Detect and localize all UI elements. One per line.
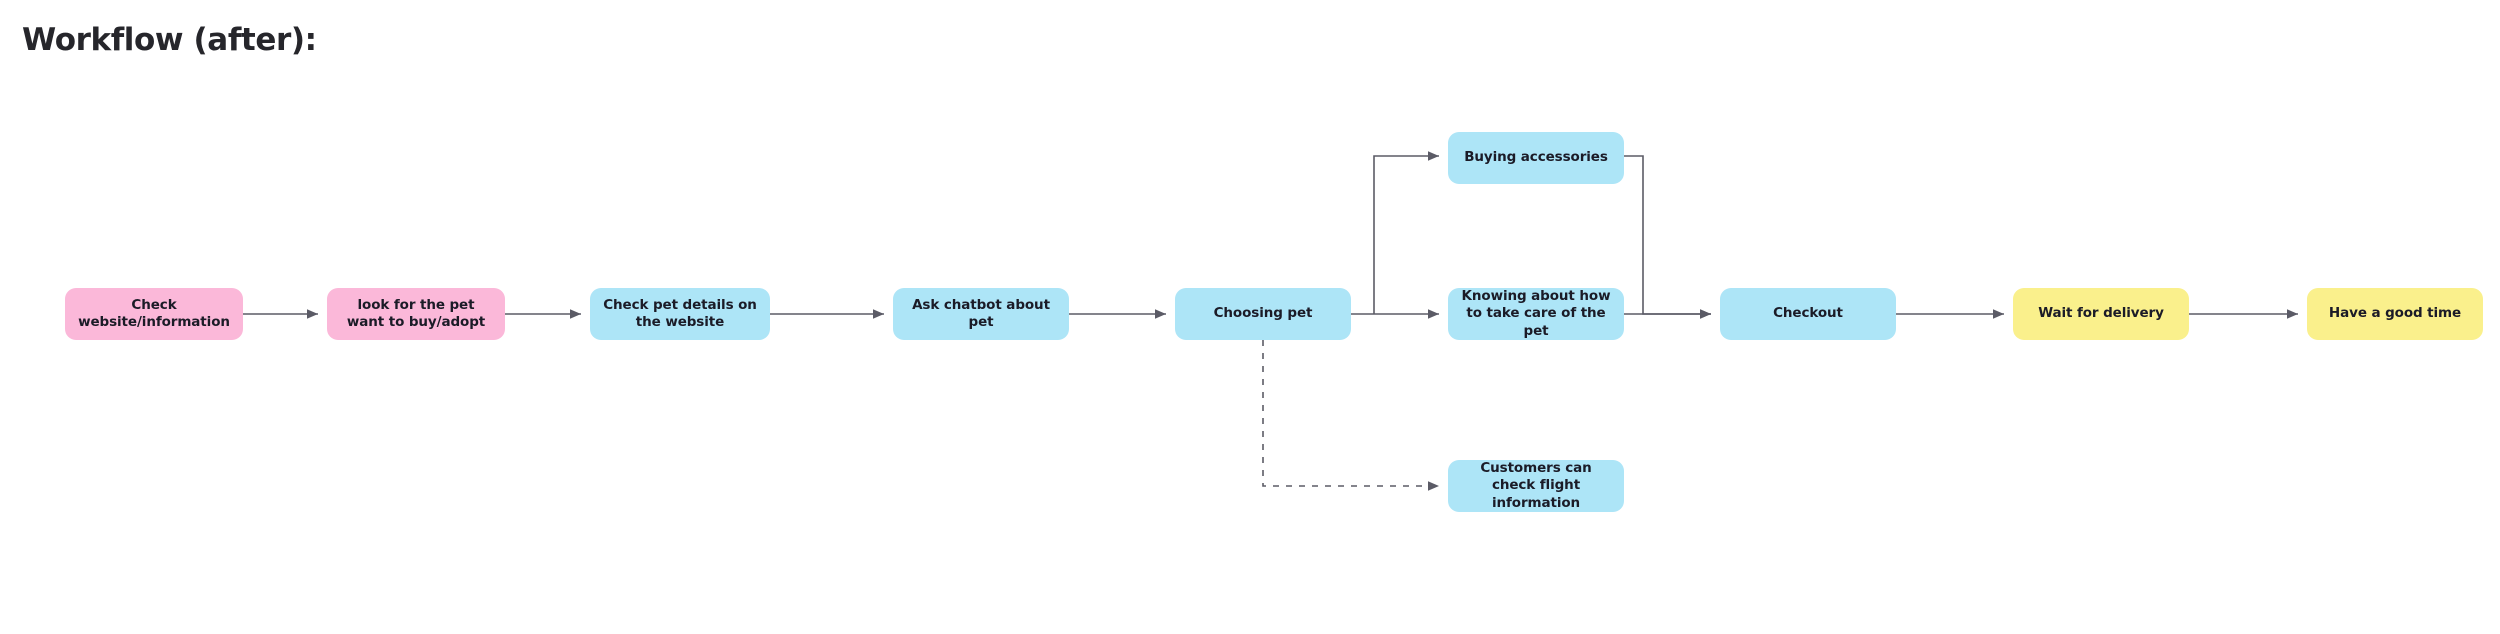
node-label: Ask chatbot about pet	[912, 296, 1050, 330]
node-label: Wait for delivery	[2038, 305, 2164, 322]
node-label: look for the pet want to buy/adopt	[346, 296, 486, 330]
node-have-good-time[interactable]: Have a good time	[2307, 288, 2483, 340]
node-look-for-pet[interactable]: look for the pet want to buy/adopt	[327, 288, 505, 340]
edge-choosing-pet-to-buying-accessories	[1373, 151, 1439, 314]
node-label: Check pet details on the website	[603, 296, 757, 330]
node-check-website[interactable]: Check website/information	[65, 288, 243, 340]
node-wait-delivery[interactable]: Wait for delivery	[2013, 288, 2189, 340]
edge-buying-accessories-to-checkout	[1624, 155, 1711, 319]
node-label: Have a good time	[2328, 305, 2462, 322]
node-label: Check website/information	[78, 296, 230, 330]
node-customers-flight-info[interactable]: Customers can check flight information	[1448, 460, 1624, 512]
node-checkout[interactable]: Checkout	[1720, 288, 1896, 340]
page-title: Workflow (after):	[22, 22, 317, 58]
node-label: Knowing about how to take care of the pe…	[1461, 288, 1611, 339]
node-knowing-care[interactable]: Knowing about how to take care of the pe…	[1448, 288, 1624, 340]
edge-choosing-pet-to-customers-flight-info	[1262, 340, 1439, 491]
node-choosing-pet[interactable]: Choosing pet	[1175, 288, 1351, 340]
node-label: Choosing pet	[1213, 305, 1313, 322]
node-label: Customers can check flight information	[1480, 460, 1592, 511]
node-label: Buying accessories	[1464, 149, 1608, 166]
node-label: Checkout	[1773, 305, 1843, 322]
node-buying-accessories[interactable]: Buying accessories	[1448, 132, 1624, 184]
node-ask-chatbot[interactable]: Ask chatbot about pet	[893, 288, 1069, 340]
node-check-pet-details[interactable]: Check pet details on the website	[590, 288, 770, 340]
